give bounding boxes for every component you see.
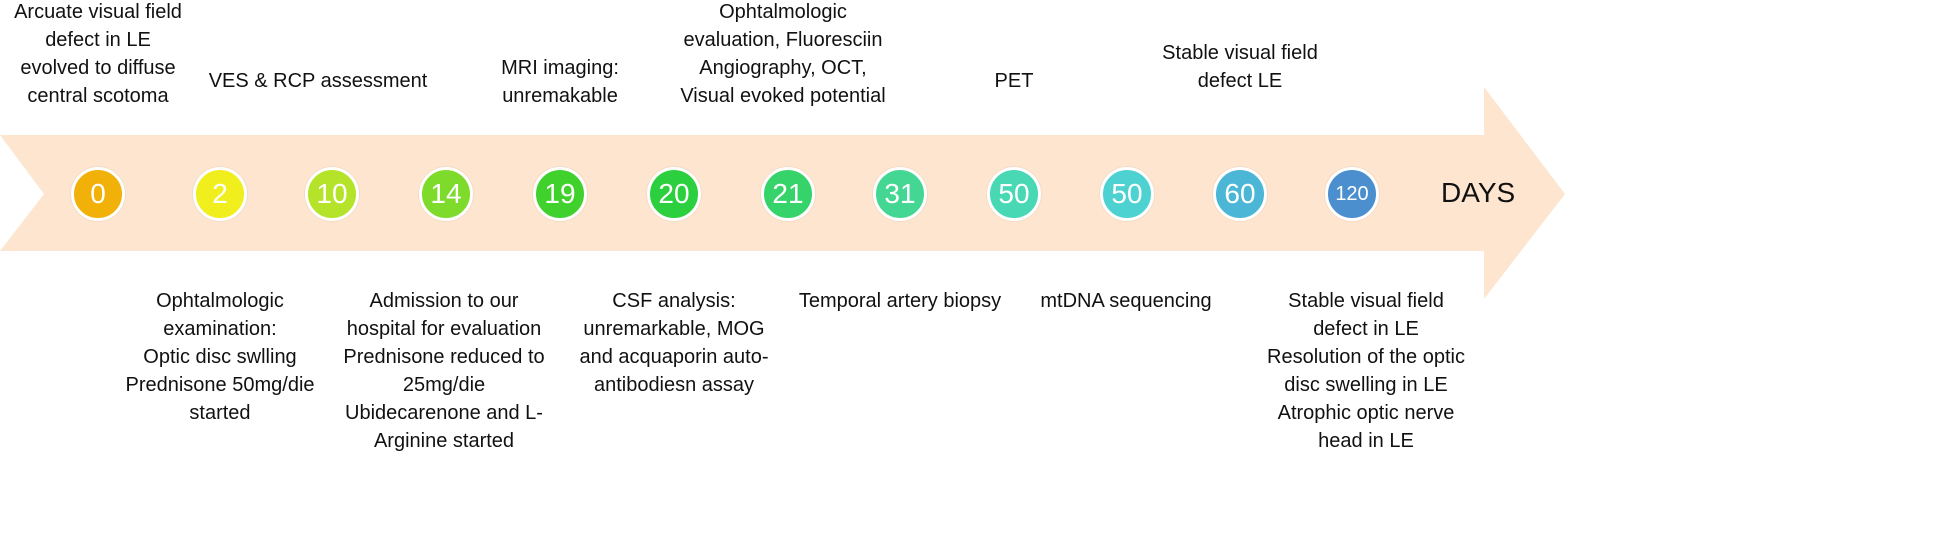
event-label-bottom-5: CSF analysis: unremarkable, MOG and acqu… (579, 290, 769, 396)
timeline-node-4: 19 (533, 167, 587, 221)
event-label-bottom-11: Stable visual field defect in LE Resolut… (1267, 290, 1465, 452)
event-label-bottom-1: Ophtalmologic examination: Optic disc sw… (125, 290, 315, 424)
timeline-node-11: 120 (1325, 167, 1379, 221)
timeline-node-0: 0 (71, 167, 125, 221)
timeline-node-3: 14 (419, 167, 473, 221)
timeline-node-2: 10 (305, 167, 359, 221)
event-label-top-2: VES & RCP assessment (208, 70, 428, 92)
event-label-top-8: PET (994, 70, 1034, 92)
event-label-top-4: MRI imaging: unremakable (501, 57, 619, 107)
timeline-node-1: 2 (193, 167, 247, 221)
timeline-node-6: 21 (761, 167, 815, 221)
event-label-bottom-3: Admission to our hospital for evaluation… (343, 290, 545, 452)
timeline-node-9: 50 (1100, 167, 1154, 221)
timeline-node-5: 20 (647, 167, 701, 221)
event-label-top-0: Arcuate visual field defect in LE evolve… (14, 1, 182, 107)
days-axis-label: DAYS (1441, 177, 1516, 208)
event-label-bottom-7: Temporal artery biopsy (798, 290, 1002, 312)
timeline-node-10: 60 (1213, 167, 1267, 221)
timeline-node-7: 31 (873, 167, 927, 221)
event-label-top-6: Ophtalmologic evaluation, Fluoresciin An… (680, 1, 886, 107)
timeline-node-8: 50 (987, 167, 1041, 221)
event-label-top-10: Stable visual field defect LE (1162, 42, 1318, 92)
event-label-bottom-9: mtDNA sequencing (1040, 290, 1212, 312)
